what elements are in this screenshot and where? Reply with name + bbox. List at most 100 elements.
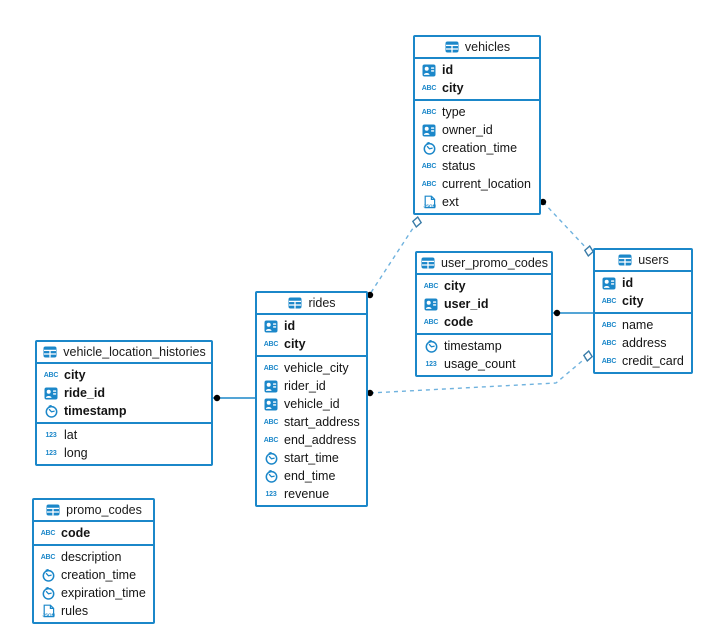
- table-icon: [444, 41, 460, 53]
- field-id[interactable]: id: [595, 274, 691, 292]
- relation-diamond-endpoint: [583, 244, 595, 258]
- text-type-icon: ABC: [601, 321, 617, 329]
- field-label: current_location: [442, 177, 531, 191]
- relation-diamond-endpoint: [411, 215, 423, 229]
- field-id[interactable]: id: [415, 61, 539, 79]
- field-user_id[interactable]: user_id: [417, 295, 551, 313]
- field-label: code: [61, 526, 91, 540]
- field-end_time[interactable]: end_time: [257, 467, 366, 485]
- table-header-promo_codes[interactable]: promo_codes: [34, 500, 153, 522]
- field-label: id: [442, 63, 454, 77]
- field-label: code: [444, 315, 474, 329]
- table-header-vehicles[interactable]: vehicles: [415, 37, 539, 59]
- fields-section: timestamp 123 usage_count: [417, 333, 551, 375]
- field-usage_count[interactable]: 123 usage_count: [417, 355, 551, 373]
- relation-vehicles-to-rides[interactable]: [366, 215, 423, 299]
- field-current_location[interactable]: ABC current_location: [415, 175, 539, 193]
- field-timestamp[interactable]: timestamp: [417, 337, 551, 355]
- field-city[interactable]: ABC city: [415, 79, 539, 97]
- field-label: end_address: [284, 433, 357, 447]
- timestamp-icon: [263, 469, 279, 483]
- relation-dot-endpoint: [539, 198, 547, 206]
- relation-vehicle_location_histories-to-rides[interactable]: [213, 394, 255, 402]
- field-owner_id[interactable]: owner_id: [415, 121, 539, 139]
- field-rider_id[interactable]: rider_id: [257, 377, 366, 395]
- field-label: usage_count: [444, 357, 516, 371]
- table-header-vehicle_location_histories[interactable]: vehicle_location_histories: [37, 342, 211, 364]
- number-type-icon: 123: [425, 360, 437, 368]
- text-type-icon: ABC: [421, 84, 437, 92]
- field-label: type: [442, 105, 466, 119]
- relation-line[interactable]: [369, 221, 418, 295]
- relation-user_promo_codes-to-users[interactable]: [553, 309, 593, 317]
- field-timestamp[interactable]: timestamp: [37, 402, 211, 420]
- field-vehicle_city[interactable]: ABC vehicle_city: [257, 359, 366, 377]
- relation-vehicles-to-users[interactable]: [539, 198, 595, 258]
- relation-line[interactable]: [542, 201, 590, 252]
- field-label: rider_id: [284, 379, 326, 393]
- table-title: users: [638, 253, 669, 267]
- json-icon: JSON: [421, 195, 437, 209]
- relation-rides-to-users[interactable]: [366, 349, 594, 397]
- table-title: promo_codes: [66, 503, 142, 517]
- field-start_time[interactable]: start_time: [257, 449, 366, 467]
- field-expiration_time[interactable]: expiration_time: [34, 584, 153, 602]
- field-creation_time[interactable]: creation_time: [34, 566, 153, 584]
- field-creation_time[interactable]: creation_time: [415, 139, 539, 157]
- field-label: creation_time: [61, 568, 137, 582]
- text-type-icon: ABC: [263, 364, 279, 372]
- text-type-icon: ABC: [40, 553, 56, 561]
- field-label: rules: [61, 604, 89, 618]
- table-icon: [617, 254, 633, 266]
- field-vehicle_id[interactable]: vehicle_id: [257, 395, 366, 413]
- field-label: city: [444, 279, 466, 293]
- table-icon: [287, 297, 303, 309]
- field-label: ride_id: [64, 386, 105, 400]
- number-type-icon: 123: [45, 431, 57, 439]
- table-header-rides[interactable]: rides: [257, 293, 366, 315]
- field-label: creation_time: [442, 141, 518, 155]
- table-header-user_promo_codes[interactable]: user_promo_codes: [417, 253, 551, 275]
- relation-line[interactable]: [369, 355, 589, 394]
- text-type-icon: ABC: [263, 418, 279, 426]
- field-ride_id[interactable]: ride_id: [37, 384, 211, 402]
- field-label: vehicle_city: [284, 361, 349, 375]
- text-type-icon: ABC: [421, 180, 437, 188]
- field-label: city: [442, 81, 464, 95]
- text-type-icon: ABC: [43, 371, 59, 379]
- field-id[interactable]: id: [257, 317, 366, 335]
- table-header-users[interactable]: users: [595, 250, 691, 272]
- field-label: owner_id: [442, 123, 493, 137]
- field-label: long: [64, 446, 88, 460]
